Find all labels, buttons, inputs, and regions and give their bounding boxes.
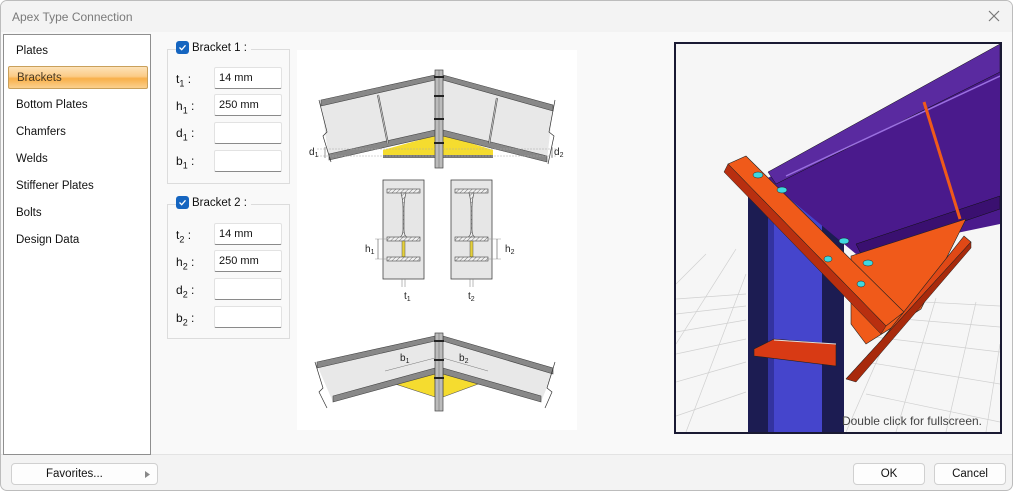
- sidebar-item-plates[interactable]: Plates: [16, 45, 48, 57]
- ok-button[interactable]: OK: [853, 463, 925, 485]
- h1-dim-label: h1: [365, 244, 375, 256]
- checkmark-icon: [179, 44, 186, 51]
- t1-dim-label: t1: [404, 291, 411, 303]
- rafter: [766, 44, 1000, 257]
- bracket-1-label: Bracket 1 :: [192, 41, 247, 54]
- b2-dim-label: b2: [459, 353, 469, 365]
- b1-dim-label: b1: [400, 353, 410, 365]
- b1-label: b1 :: [176, 154, 195, 171]
- t2-input[interactable]: 14 mm: [214, 223, 282, 245]
- t1-label: t1 :: [176, 72, 192, 89]
- checkmark-icon: [179, 199, 186, 206]
- b2-input[interactable]: [214, 306, 282, 328]
- dialog-content: Plates Brackets Bottom Plates Chamfers W…: [1, 32, 1012, 455]
- h2-dim-label: h2: [505, 244, 515, 256]
- bracket-1-group: Bracket 1 : t1 : 14 mm h1 : 250 mm d1 : …: [167, 41, 290, 184]
- bracket-schematic: d1 d2 h1 t1: [309, 69, 564, 412]
- bracket-1-legend: Bracket 1 :: [176, 41, 251, 54]
- bracket-1-checkbox[interactable]: [176, 41, 189, 54]
- d2-input[interactable]: [214, 278, 282, 300]
- chevron-right-icon: [145, 471, 150, 478]
- h1-input[interactable]: 250 mm: [214, 94, 282, 116]
- 3d-model-render: [676, 44, 1000, 432]
- t2-label: t2 :: [176, 228, 192, 245]
- bracket-2-checkbox[interactable]: [176, 196, 189, 209]
- category-list: Plates Brackets Bottom Plates Chamfers W…: [3, 34, 151, 455]
- favorites-button[interactable]: Favorites...: [11, 463, 158, 485]
- sidebar-item-design-data[interactable]: Design Data: [16, 234, 80, 246]
- sidebar-item-welds[interactable]: Welds: [16, 153, 48, 165]
- b1-input[interactable]: [214, 150, 282, 172]
- favorites-label: Favorites...: [46, 468, 103, 480]
- sidebar-item-brackets[interactable]: Brackets: [8, 66, 148, 89]
- d2-label: d2 :: [176, 283, 195, 300]
- bracket-2-group: Bracket 2 : t2 : 14 mm h2 : 250 mm d2 : …: [167, 196, 290, 339]
- b2-label: b2 :: [176, 311, 195, 328]
- h2-label: h2 :: [176, 255, 195, 272]
- close-button[interactable]: [982, 5, 1006, 27]
- fullscreen-hint: Double click for fullscreen.: [841, 414, 982, 428]
- title-bar: Apex Type Connection: [1, 1, 1012, 32]
- h2-input[interactable]: 250 mm: [214, 250, 282, 272]
- sidebar-item-stiffener-plates[interactable]: Stiffener Plates: [16, 180, 94, 192]
- 3d-preview-viewport[interactable]: Double click for fullscreen.: [674, 42, 1002, 434]
- d1-input[interactable]: [214, 122, 282, 144]
- sidebar-item-bottom-plates[interactable]: Bottom Plates: [16, 99, 88, 111]
- bottom-elevation: b1 b2: [314, 332, 556, 412]
- sidebar-item-bolts[interactable]: Bolts: [16, 207, 42, 219]
- d1-label: d1 :: [176, 126, 195, 143]
- top-elevation: d1 d2: [309, 69, 564, 169]
- t1-input[interactable]: 14 mm: [214, 67, 282, 89]
- d2-dim-label: d2: [554, 147, 564, 159]
- window-title: Apex Type Connection: [12, 10, 133, 24]
- bracket-plate: [723, 155, 972, 383]
- t2-dim-label: t2: [468, 291, 475, 303]
- cross-sections: h1 t1 h2 t2: [365, 179, 515, 303]
- bracket-2-label: Bracket 2 :: [192, 196, 247, 209]
- bracket-diagram: d1 d2 h1 t1: [297, 50, 577, 430]
- cancel-button[interactable]: Cancel: [934, 463, 1006, 485]
- h1-label: h1 :: [176, 99, 195, 116]
- close-icon: [988, 10, 1000, 22]
- bracket-2-legend: Bracket 2 :: [176, 196, 251, 209]
- sidebar-item-chamfers[interactable]: Chamfers: [16, 126, 66, 138]
- d1-dim-label: d1: [309, 147, 319, 159]
